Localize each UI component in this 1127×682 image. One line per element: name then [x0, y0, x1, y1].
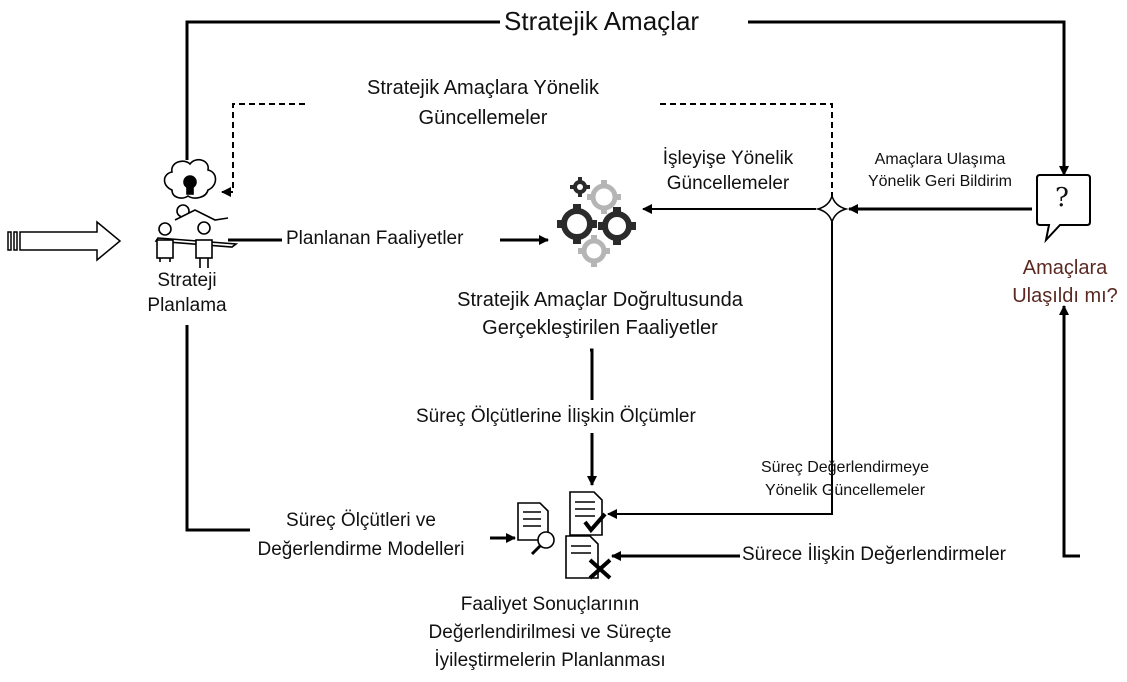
criteria-line: [185, 325, 250, 532]
strategic-goals-label: Stratejik Amaçlar: [504, 6, 700, 36]
strategic-goals-line-right: [748, 20, 1069, 176]
operation-updates-label: İşleyişe Yönelik Güncellemeler: [662, 148, 794, 194]
process-eval-updates-label: Süreç Değerlendirmeye Yönelik Güncelleme…: [760, 459, 930, 500]
strategy-planning-label: Strateji Planlama: [147, 270, 227, 316]
process-eval-updates-line: [607, 222, 833, 519]
results-evaluation-label: Faaliyet Sonuçlarının Değerlendirilmesi …: [428, 594, 672, 671]
planned-activities-label: Planlanan Faaliyetler: [286, 228, 464, 249]
process-evaluations-label: Sürece İlişkin Değerlendirmeler: [742, 544, 1006, 565]
documents-evaluation-icon: [517, 491, 612, 580]
input-arrow-icon: [7, 220, 122, 262]
activities-title-label: Stratejik Amaçlar Doğrultusunda Gerçekle…: [457, 289, 743, 339]
criteria-models-label: Süreç Ölçütleri ve Değerlendirme Modelle…: [257, 510, 465, 560]
goals-question-label: Amaçlara Ulaşıldı mı?: [1012, 257, 1118, 307]
strategic-updates-dashed-line: [660, 103, 833, 198]
measurements-line-top: [590, 348, 594, 400]
gears-icon: [557, 177, 636, 267]
question-mark: ?: [1055, 183, 1069, 213]
strategic-goals-line: [185, 20, 500, 160]
junction-node: [815, 193, 849, 225]
process-measurements-label: Süreç Ölçütlerine İlişkin Ölçümler: [416, 406, 696, 427]
speech-bubble-question-icon: [1036, 174, 1091, 244]
strategic-updates-label: Stratejik Amaçlara Yönelik Güncellemeler: [367, 77, 599, 129]
team-meeting-icon: [154, 204, 239, 268]
lightbulb-brain-icon: [163, 158, 217, 199]
feedback-goals-label: Amaçlara Ulaşıma Yönelik Geri Bildirim: [867, 151, 1013, 191]
evaluations-up-line: [1059, 305, 1080, 558]
strategic-updates-dashed-line-left: [221, 103, 305, 197]
